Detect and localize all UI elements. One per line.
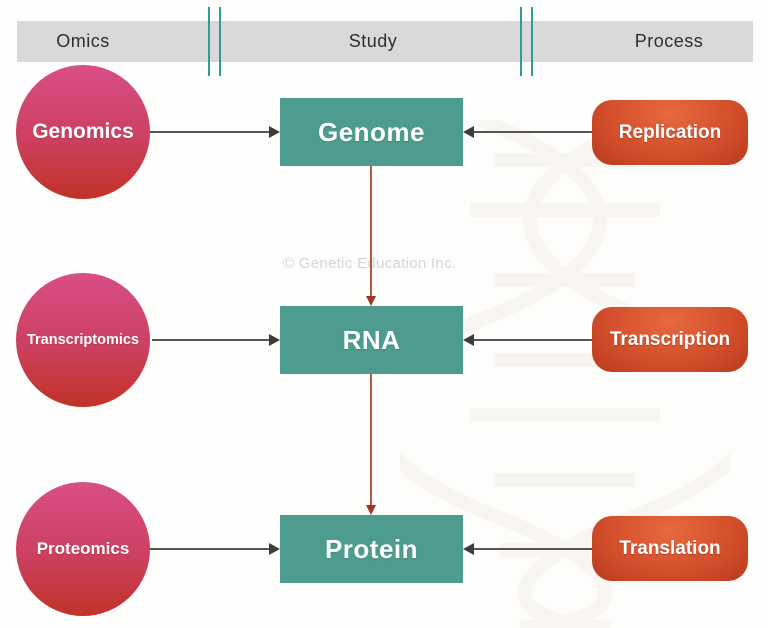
arrow-genomics-to-genome-head-icon xyxy=(269,126,280,138)
study-box-genome: Genome xyxy=(280,98,463,166)
arrow-rna-to-protein-head-icon xyxy=(366,505,376,515)
process-pill-replication: Replication xyxy=(592,100,748,165)
study-box-protein: Protein xyxy=(280,515,463,583)
arrow-proteomics-to-protein-head-icon xyxy=(269,543,280,555)
process-pill-label: Translation xyxy=(619,537,721,559)
header-label-process: Process xyxy=(634,31,704,51)
omics-circle-label: Proteomics xyxy=(36,539,130,558)
omics-circle-label: Genomics xyxy=(32,120,134,143)
arrow-translation-to-protein-line xyxy=(474,548,592,550)
arrow-rna-to-protein-line xyxy=(370,374,372,505)
column-divider-right-line-2 xyxy=(531,7,533,76)
process-pill-label: Transcription xyxy=(609,328,731,350)
arrow-replication-to-genome-line xyxy=(474,131,592,133)
header-label-study: Study xyxy=(348,31,398,51)
study-box-label: Genome xyxy=(317,116,426,147)
omics-circle-transcriptomics: Transcriptomics xyxy=(16,273,150,407)
column-divider-right-line-1 xyxy=(520,7,522,76)
watermark-text: © Genetic Education Inc. xyxy=(283,255,457,272)
study-box-rna: RNA xyxy=(280,306,463,374)
process-pill-translation: Translation xyxy=(592,516,748,581)
arrow-genomics-to-genome-line xyxy=(150,131,269,133)
header-label-omics: Omics xyxy=(56,31,110,51)
arrow-genome-to-rna-line xyxy=(370,166,372,297)
arrow-transcription-to-rna-line xyxy=(474,339,592,341)
study-box-label: RNA xyxy=(342,324,401,355)
column-divider-left-line-2 xyxy=(219,7,221,76)
arrow-transcriptomics-to-rna-line xyxy=(152,339,269,341)
omics-circle-genomics: Genomics xyxy=(16,65,150,199)
arrow-transcriptomics-to-rna-head-icon xyxy=(269,334,280,346)
arrow-replication-to-genome-head-icon xyxy=(463,126,474,138)
process-pill-transcription: Transcription xyxy=(592,307,748,372)
arrow-translation-to-protein-head-icon xyxy=(463,543,474,555)
study-box-label: Protein xyxy=(324,533,419,564)
omics-circle-proteomics: Proteomics xyxy=(16,482,150,616)
omics-circle-label: Transcriptomics xyxy=(26,332,139,348)
arrow-genome-to-rna-head-icon xyxy=(366,296,376,306)
header-bar xyxy=(17,21,753,62)
column-divider-left-line-1 xyxy=(208,7,210,76)
arrow-transcription-to-rna-head-icon xyxy=(463,334,474,346)
arrow-proteomics-to-protein-line xyxy=(150,548,269,550)
process-pill-label: Replication xyxy=(618,121,722,143)
